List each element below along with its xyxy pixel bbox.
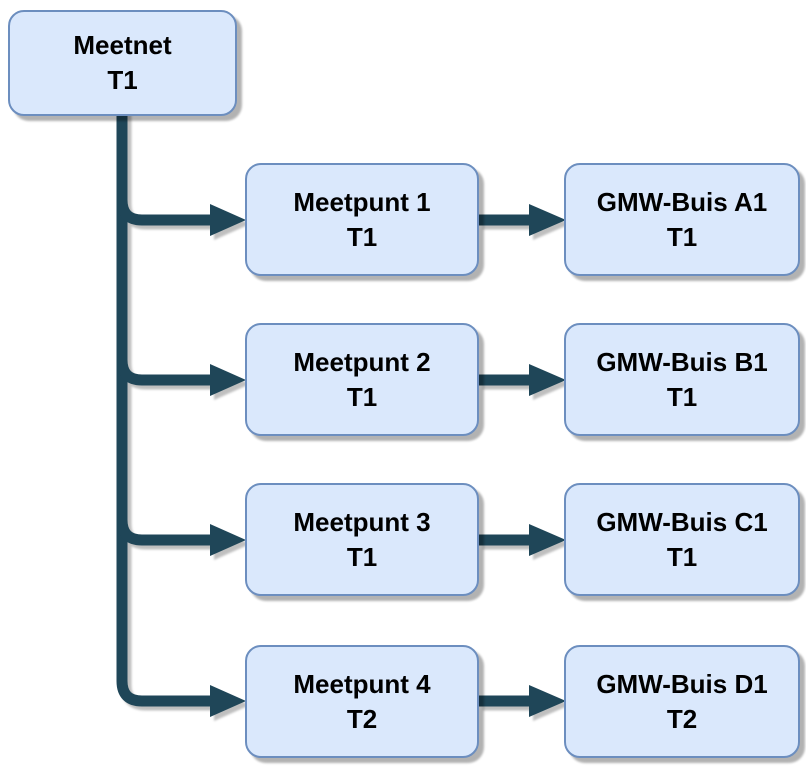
- node-subtitle: T2: [666, 703, 698, 734]
- node-subtitle: T1: [666, 381, 698, 412]
- arrowhead-meetpunt-3: [210, 524, 246, 556]
- node-meetpunt-3: Meetpunt 3 T1: [245, 483, 479, 596]
- node-gmw-buis-d1: GMW-Buis D1 T2: [564, 645, 800, 758]
- node-title: Meetpunt 2: [293, 346, 431, 377]
- node-title: GMW-Buis B1: [596, 346, 768, 377]
- node-subtitle: T1: [346, 381, 378, 412]
- arrowhead-gmw-b1: [529, 364, 566, 396]
- node-meetnet: Meetnet T1: [8, 10, 237, 116]
- node-title: Meetpunt 4: [293, 668, 431, 699]
- node-subtitle: T2: [346, 703, 378, 734]
- node-subtitle: T1: [346, 541, 378, 572]
- node-title: Meetnet: [73, 30, 172, 60]
- edge-root-to-meetpunt-2: [116, 359, 212, 386]
- arrowhead-meetpunt-1: [210, 204, 246, 236]
- node-subtitle: T1: [666, 541, 698, 572]
- node-subtitle: T1: [107, 65, 138, 95]
- edge-root-to-meetpunt-3: [116, 519, 212, 546]
- arrowhead-gmw-a1: [529, 204, 566, 236]
- node-subtitle: T1: [346, 221, 378, 252]
- arrowhead-meetpunt-4: [210, 685, 246, 717]
- node-gmw-buis-a1: GMW-Buis A1 T1: [564, 163, 800, 276]
- arrowhead-gmw-c1: [529, 524, 566, 556]
- node-meetpunt-4: Meetpunt 4 T2: [245, 645, 479, 758]
- arrowhead-meetpunt-2: [210, 364, 246, 396]
- node-title: GMW-Buis C1: [596, 506, 768, 537]
- node-meetpunt-1: Meetpunt 1 T1: [245, 163, 479, 276]
- edge-root-to-meetpunt-1: [116, 199, 212, 226]
- node-title: GMW-Buis A1: [596, 186, 768, 217]
- node-gmw-buis-c1: GMW-Buis C1 T1: [564, 483, 800, 596]
- arrowhead-gmw-d1: [529, 685, 566, 717]
- node-title: Meetpunt 1: [293, 186, 431, 217]
- node-subtitle: T1: [666, 221, 698, 252]
- node-title: GMW-Buis D1: [596, 668, 768, 699]
- edge-root-to-meetpunt-4: [116, 110, 212, 707]
- node-title: Meetpunt 3: [293, 506, 431, 537]
- node-gmw-buis-b1: GMW-Buis B1 T1: [564, 323, 800, 436]
- node-meetpunt-2: Meetpunt 2 T1: [245, 323, 479, 436]
